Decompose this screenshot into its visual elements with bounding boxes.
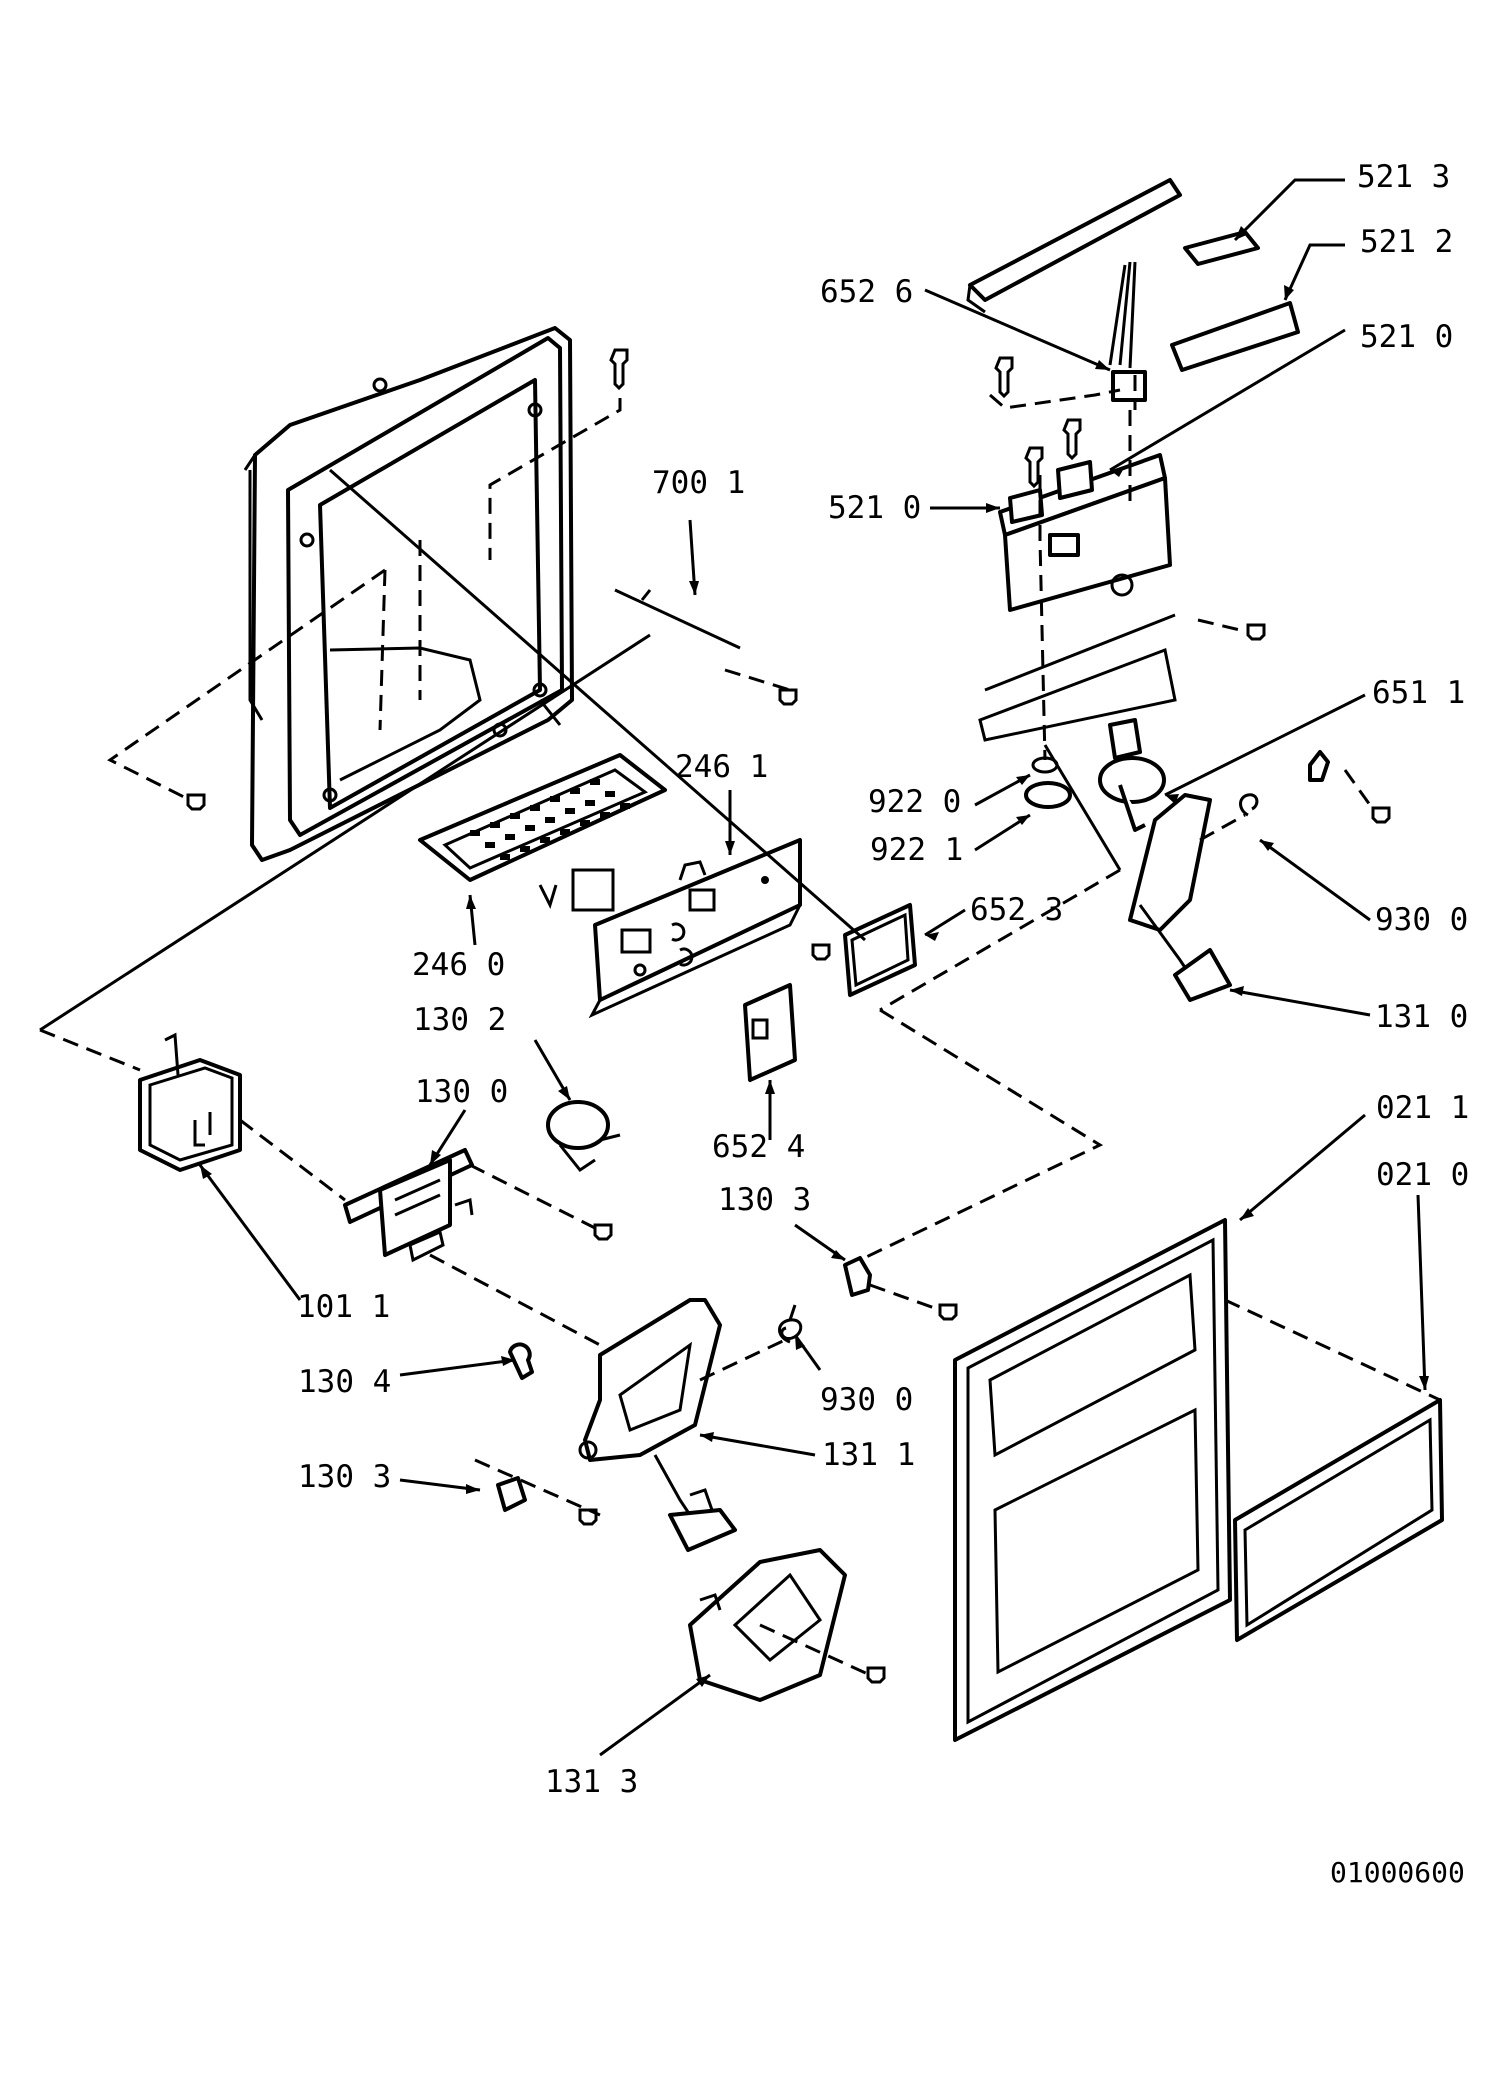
fill-panel	[138, 1032, 242, 1172]
dispenser-lever	[1098, 756, 1232, 1002]
callout-130-4: 130 4	[298, 1364, 391, 1400]
cap-part	[546, 1100, 621, 1173]
mounting-plate	[588, 838, 802, 1019]
leader-lines	[39, 468, 1122, 1032]
callout-521-0-upper: 521 0	[1360, 319, 1453, 355]
callout-930-0-lower: 930 0	[820, 1382, 913, 1418]
callout-130-2: 130 2	[413, 1002, 506, 1038]
arrow-heads	[200, 226, 1429, 1687]
callout-101-1: 101 1	[297, 1289, 390, 1325]
callout-521-2: 521 2	[1360, 224, 1453, 260]
reference-number: 01000600	[1330, 1856, 1465, 1889]
callout-131-1: 131 1	[822, 1437, 915, 1473]
door-panel	[953, 1218, 1444, 1742]
callout-131-0: 131 0	[1375, 999, 1468, 1035]
callout-521-3: 521 3	[1357, 159, 1450, 195]
screws	[186, 348, 1391, 1684]
callout-130-3-lower: 130 3	[298, 1459, 391, 1495]
callout-652-3: 652 3	[970, 892, 1063, 928]
callout-246-0: 246 0	[412, 947, 505, 983]
callout-922-1: 922 1	[870, 832, 963, 868]
chute	[688, 1548, 847, 1702]
switch-assembly	[966, 178, 1300, 742]
callout-652-4: 652 4	[712, 1129, 805, 1165]
callout-922-0: 922 0	[868, 784, 961, 820]
callout-700-1: 700 1	[652, 465, 745, 501]
callout-labels: 521 3 521 2 652 6 521 0 700 1 521 0 651 …	[297, 159, 1469, 1889]
small-hinges	[496, 1256, 872, 1512]
callout-651-1: 651 1	[1372, 675, 1465, 711]
callout-130-3-upper: 130 3	[718, 1182, 811, 1218]
assembly-lines	[39, 375, 1441, 1677]
hinge-bracket	[343, 1148, 474, 1263]
callout-021-1: 021 1	[1376, 1090, 1469, 1126]
callout-131-3: 131 3	[545, 1764, 638, 1800]
callout-930-0-upper: 930 0	[1375, 902, 1468, 938]
small-parts	[1024, 718, 1330, 817]
callout-130-0: 130 0	[415, 1074, 508, 1110]
callout-246-1: 246 1	[675, 749, 768, 785]
callout-521-0-lower: 521 0	[828, 490, 921, 526]
dispenser-housing	[243, 326, 574, 862]
switch-plates	[743, 903, 917, 1082]
callout-652-6: 652 6	[820, 274, 913, 310]
actuator-arm	[578, 1298, 737, 1552]
callout-021-0: 021 0	[1376, 1157, 1469, 1193]
drip-grille	[418, 753, 667, 912]
